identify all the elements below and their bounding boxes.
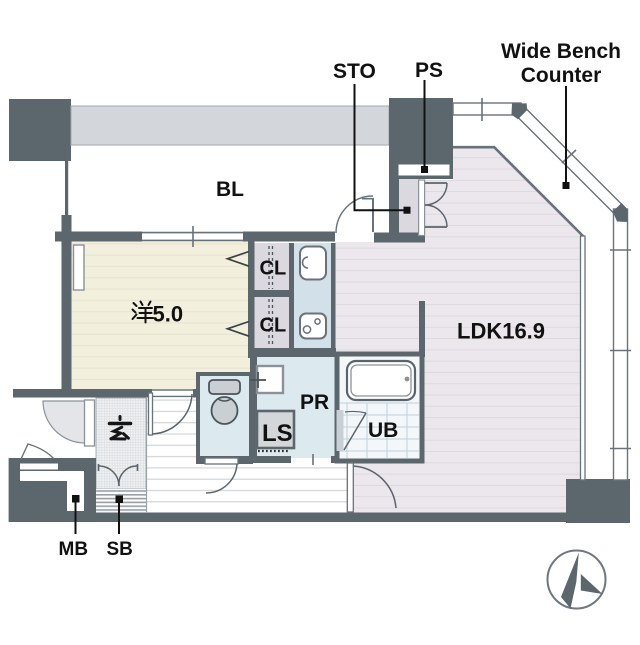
svg-text:SB: SB <box>107 539 133 560</box>
svg-text:PR: PR <box>300 391 329 414</box>
svg-text:CL: CL <box>260 315 287 337</box>
svg-text:PS: PS <box>415 59 443 82</box>
svg-text:MB: MB <box>59 539 89 560</box>
svg-text:LS: LS <box>262 420 293 447</box>
svg-text:CL: CL <box>260 258 287 280</box>
svg-text:Wide Bench: Wide Bench <box>501 40 621 63</box>
svg-text:5.0: 5.0 <box>153 302 184 327</box>
svg-text:BL: BL <box>216 178 244 201</box>
svg-text:LDK16.9: LDK16.9 <box>457 319 545 344</box>
svg-text:Counter: Counter <box>521 64 602 87</box>
svg-text:UB: UB <box>368 419 398 442</box>
svg-text:STO: STO <box>333 60 376 83</box>
